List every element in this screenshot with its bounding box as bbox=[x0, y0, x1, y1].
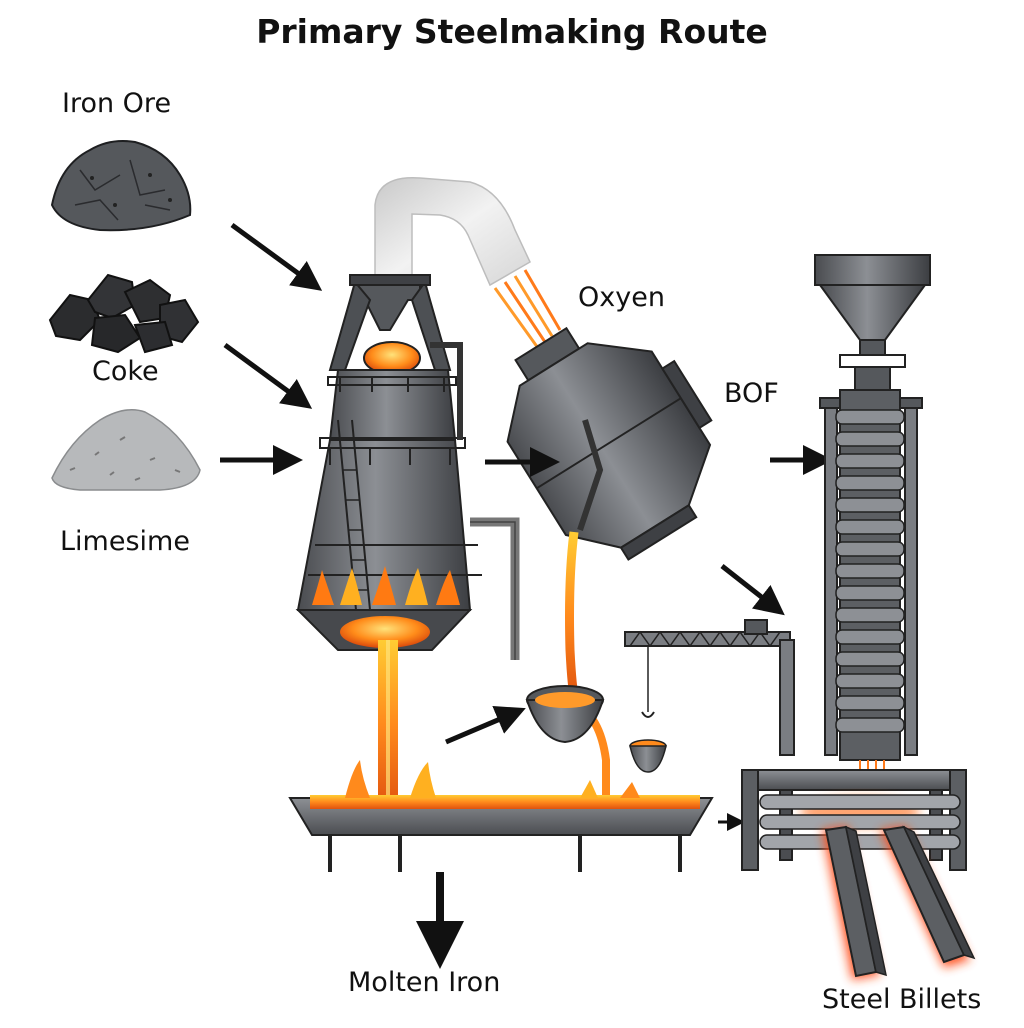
continuous-caster bbox=[741, 254, 967, 871]
gantry-crane bbox=[624, 619, 795, 773]
bof-pour-stream bbox=[565, 531, 610, 800]
offgas-pipe bbox=[374, 176, 531, 287]
ladle bbox=[525, 685, 605, 744]
diagram-title: Primary Steelmaking Route bbox=[256, 12, 768, 51]
molten-stream-furnace bbox=[378, 640, 398, 810]
oxygen-label: Oxyen bbox=[578, 282, 665, 313]
blast-furnace bbox=[295, 274, 520, 660]
coke-pile-icon bbox=[48, 273, 200, 354]
bof-label: BOF bbox=[724, 378, 779, 409]
molten-trough bbox=[288, 760, 714, 872]
steel-billets bbox=[822, 825, 976, 980]
limestone-pile-icon bbox=[51, 409, 201, 491]
iron-ore-pile-icon bbox=[50, 140, 192, 232]
iron-ore-label: Iron Ore bbox=[62, 88, 172, 119]
oxygen-jets bbox=[493, 269, 562, 349]
coke-label: Coke bbox=[92, 356, 159, 387]
input-arrows bbox=[220, 222, 323, 475]
molten-iron-label: Molten Iron bbox=[348, 967, 501, 998]
furnace-flames bbox=[312, 566, 460, 605]
bof-converter bbox=[506, 326, 713, 561]
steel-billets-label: Steel Billets bbox=[822, 984, 982, 1015]
process-arrows bbox=[416, 445, 833, 969]
limestone-label: Limesime bbox=[60, 526, 190, 557]
